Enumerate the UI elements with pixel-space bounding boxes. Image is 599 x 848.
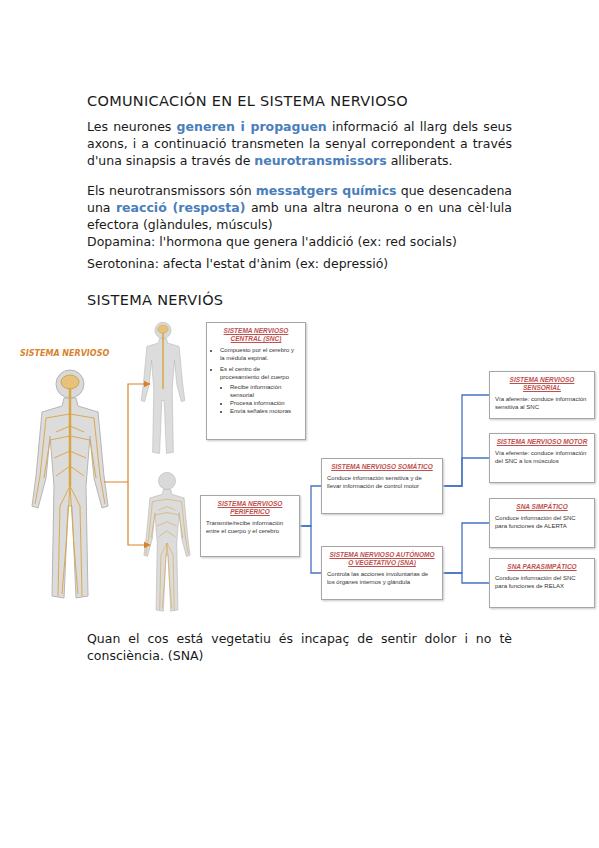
text-run: Les neurones (87, 119, 171, 134)
text-run: Serotonina: afecta l'estat d'ànim (ex: d… (87, 256, 388, 271)
page-heading: COMUNICACIÓN EN EL SISTEMA NERVIOSO (87, 93, 408, 109)
box-text: Controla las acciones involuntarias de l… (327, 571, 437, 587)
paragraph: Quan el cos está vegetatiu és incapaç de… (87, 630, 512, 664)
system-box: SISTEMA NERVIOSO PERIFÉRICO Transmite/rec… (200, 495, 300, 557)
box-heading: SNA PARASIMPÁTICO (495, 563, 589, 571)
highlight-term: neurotransmissors (254, 153, 386, 168)
highlight-term: reacció (resposta) (116, 200, 245, 215)
box-text: Vía eferente: conduce información del SN… (495, 450, 589, 466)
box-text: Conduce información del SNC para funcion… (495, 515, 589, 531)
box-heading: SISTEMA NERVIOSO SOMÁTICO (327, 463, 437, 471)
connector-line (300, 526, 321, 573)
box-heading: SNA SIMPÁTICO (495, 503, 589, 511)
text-run: alliberats. (391, 153, 453, 168)
text-run: SISTEMA NERVIÓS (87, 292, 223, 308)
system-box: SISTEMA NERVIOSO SOMÁTICO Conduce informa… (321, 458, 443, 514)
text-run: Els neurotransmissors són (87, 183, 252, 198)
note-line: Serotonina: afecta l'estat d'ànim (ex: d… (87, 255, 527, 272)
system-box: SISTEMA NERVIOSO CENTRAL (SNC) Compuesto … (206, 322, 306, 440)
box-heading: SISTEMA NERVIOSO AUTÓNOMO O VEGETATIVO (… (327, 551, 437, 567)
box-text: Conduce información sensitiva y de lleva… (327, 475, 437, 491)
system-box: SNA PARASIMPÁTICO Conduce información del… (489, 558, 595, 608)
system-box: SNA SIMPÁTICO Conduce información del SNC… (489, 498, 595, 548)
text-run: SISTEMA NERVIOSO (20, 349, 109, 358)
box-text: Es el centro de procesamiento del cuerpo (220, 366, 300, 382)
highlight-term: generen i propaguen (177, 119, 327, 134)
system-box: SISTEMA NERVIOSO MOTOR Vía eferente: cond… (489, 433, 595, 483)
box-text: Vía aferente: conduce información sensit… (495, 396, 589, 412)
box-text: Transmite/recibe información entre el cu… (206, 520, 294, 536)
box-heading: SISTEMA NERVIOSO PERIFÉRICO (206, 500, 294, 516)
connector-line (300, 486, 321, 526)
box-heading: SISTEMA NERVIOSO SENSORIAL (495, 376, 589, 392)
system-box: SISTEMA NERVIOSO SENSORIAL Vía aferente: … (489, 371, 595, 419)
box-text: Compuesto por el cerebro y la médula esp… (220, 347, 300, 363)
paragraph: Els neurotransmissors són messatgers quí… (87, 182, 512, 233)
text-run: Quan el cos está vegetatiu és incapaç de… (87, 631, 512, 663)
connector-line (443, 395, 489, 486)
box-heading: SISTEMA NERVIOSO MOTOR (495, 438, 589, 446)
connector-line (443, 523, 489, 573)
system-box: SISTEMA NERVIOSO AUTÓNOMO O VEGETATIVO (… (321, 546, 443, 600)
figure-label: SISTEMA NERVIOSO (20, 349, 130, 358)
box-text: Conduce información del SNC para funcion… (495, 575, 589, 591)
connector-line (443, 573, 489, 583)
paragraph: Les neurones generen i propaguen informa… (87, 118, 512, 169)
box-text: Recibe información sensorial (230, 384, 300, 400)
box-text: Procesa información (230, 400, 300, 408)
box-text: Envía señales motoras (230, 408, 300, 416)
note-line: Dopamina: l'hormona que genera l'addició… (87, 233, 527, 250)
box-heading: SISTEMA NERVIOSO CENTRAL (SNC) (212, 327, 300, 343)
text-run: Dopamina: l'hormona que genera l'addició… (87, 234, 457, 249)
connector-line (443, 458, 489, 486)
section-heading: SISTEMA NERVIÓS (87, 292, 387, 308)
highlight-term: messatgers químics (256, 183, 397, 198)
